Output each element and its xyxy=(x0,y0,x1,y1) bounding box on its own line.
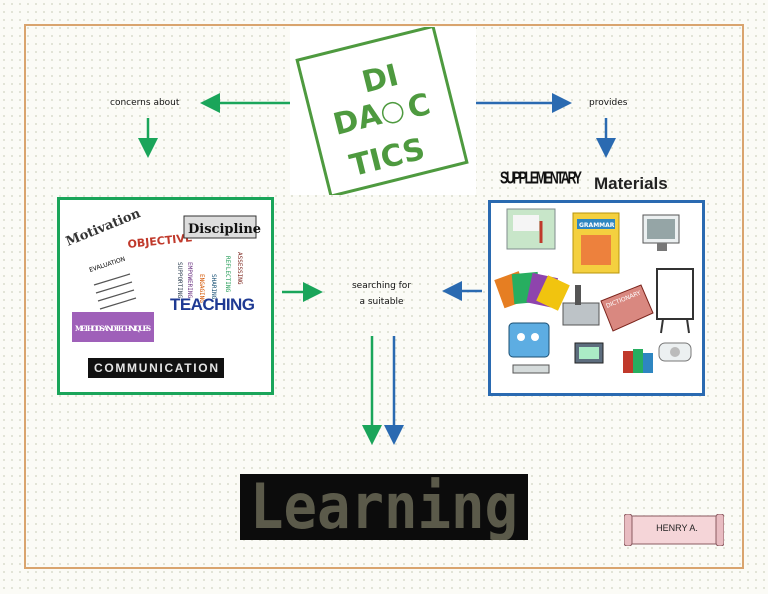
dictionary-icon: DICTIONARY xyxy=(600,284,654,332)
cd-player-icon xyxy=(658,342,692,362)
projector-icon xyxy=(562,285,600,326)
communication-word: COMMUNICATION xyxy=(94,361,218,375)
page-frame xyxy=(24,24,744,569)
materials-collage-box: GRAMMAR DICTIONARY xyxy=(488,200,705,396)
provides-label: provides xyxy=(589,98,628,108)
grammar-word: GRAMMAR xyxy=(579,222,615,229)
logo-letters-di: DI xyxy=(359,58,402,101)
teaching-collage-box: Motivation OBJECTIVE Discipline EVALUATI… xyxy=(57,197,274,395)
evaluation-list xyxy=(93,273,137,310)
communication-badge xyxy=(88,358,224,378)
discipline-word: Discipline xyxy=(188,222,261,237)
svg-text:ASSESSING: ASSESSING xyxy=(236,252,243,285)
author-scroll xyxy=(624,514,724,546)
searching-label-line2: a suitable xyxy=(359,297,404,307)
supplementary-materials-heading: SUPPLEMENTARY Materials xyxy=(500,162,690,194)
svg-text:SHARING: SHARING xyxy=(210,274,217,300)
searching-label-line1: searching for xyxy=(351,281,412,291)
didactics-logo: DI DA C TICS xyxy=(290,27,476,195)
svg-text:REFLECTING: REFLECTING xyxy=(224,256,231,293)
svg-text:SUPPORTING: SUPPORTING xyxy=(176,262,183,299)
methods-badge xyxy=(72,312,154,342)
concerns-about-label: concerns about xyxy=(110,98,180,108)
learning-word-cloud: Learning xyxy=(240,474,528,540)
supplementary-word: SUPPLEMENTARY xyxy=(500,168,583,188)
tv-icon xyxy=(574,342,604,364)
logo-face-icon xyxy=(381,101,404,124)
methods-word: METHODS AND TECHNIQUES xyxy=(75,324,151,333)
flashcards-icon xyxy=(494,271,570,311)
learning-word: Learning xyxy=(250,474,518,540)
whiteboard-icon xyxy=(656,268,694,334)
svg-text:EMPOWERING: EMPOWERING xyxy=(186,262,193,299)
evaluation-word: EVALUATION xyxy=(88,256,126,274)
vertical-word-columns: SUPPORTING EMPOWERING ENGAGING SHARING R… xyxy=(176,252,243,303)
books-icon xyxy=(623,349,653,373)
teaching-word: TEACHING xyxy=(170,295,255,314)
cartoon-computer-icon xyxy=(508,322,550,374)
author-name: HENRY A. xyxy=(656,523,698,533)
materials-word: Materials xyxy=(594,174,668,193)
svg-text:ENGAGING: ENGAGING xyxy=(198,274,205,303)
discipline-badge xyxy=(183,215,257,239)
objective-word: OBJECTIVE xyxy=(127,231,193,251)
